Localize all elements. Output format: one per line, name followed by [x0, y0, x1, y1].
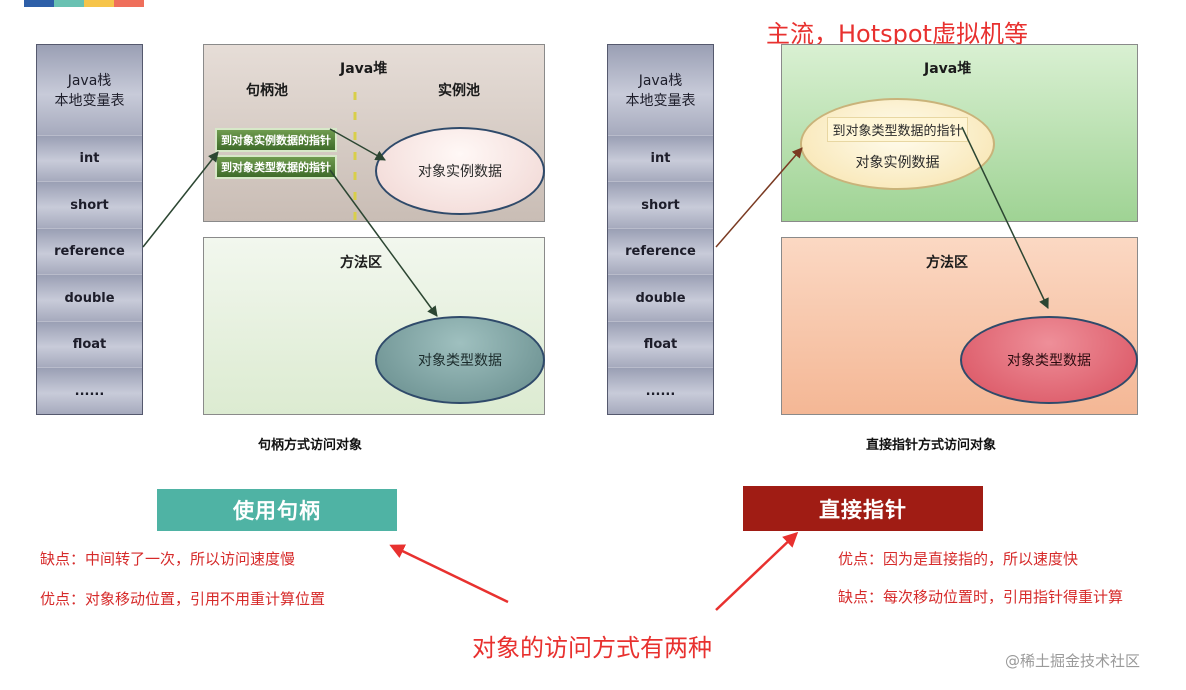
- right-stack-cell-more: ......: [608, 367, 713, 414]
- left-con-note: 缺点：中间转了一次，所以访问速度慢: [40, 550, 296, 568]
- right-method-area-label: 方法区: [926, 255, 968, 271]
- left-stack-cell-int: int: [37, 135, 142, 181]
- right-con-note: 缺点：每次移动位置时，引用指针得重计算: [838, 588, 1124, 606]
- annotation-arrow-right: [715, 531, 799, 611]
- left-caption: 句柄方式访问对象: [258, 438, 363, 453]
- right-caption: 直接指针方式访问对象: [866, 438, 997, 453]
- right-stack-cell-short: short: [608, 181, 713, 228]
- right-type-data-ellipse: 对象类型数据: [960, 316, 1138, 404]
- left-pointer-type: 到对象类型数据的指针: [215, 155, 337, 179]
- right-pro-note: 优点：因为是直接指的，所以速度快: [838, 550, 1079, 568]
- left-pointer-instance: 到对象实例数据的指针: [215, 128, 337, 152]
- header-strip-red: [114, 0, 144, 7]
- left-stack-cell-reference: reference: [37, 228, 142, 274]
- left-method-area-label: 方法区: [340, 255, 382, 271]
- right-pointer-type: 到对象类型数据的指针: [827, 116, 968, 142]
- left-stack-cell-short: short: [37, 181, 142, 228]
- right-java-stack: Java栈 本地变量表 int short reference double f…: [607, 44, 714, 415]
- left-stack-cell-float: float: [37, 321, 142, 367]
- left-stack-cell-double: double: [37, 274, 142, 321]
- header-strip-teal: [54, 0, 84, 7]
- right-stack-cell-reference: reference: [608, 228, 713, 274]
- left-stack-header-line2: 本地变量表: [54, 93, 125, 109]
- right-stack-cell-float: float: [608, 321, 713, 367]
- right-stack-header: Java栈 本地变量表: [608, 45, 713, 135]
- watermark: @稀土掘金技术社区: [1005, 652, 1141, 670]
- right-heap-label: Java堆: [924, 61, 972, 77]
- right-banner: 直接指针: [743, 486, 983, 531]
- bottom-title: 对象的访问方式有两种: [472, 634, 712, 662]
- annotation-arrow-left: [389, 544, 509, 604]
- header-strip-blue: [24, 0, 54, 7]
- left-stack-cell-more: ......: [37, 367, 142, 414]
- top-title: 主流，Hotspot虚拟机等: [766, 20, 1028, 48]
- right-instance-data-label: 对象实例数据: [855, 154, 940, 171]
- left-type-data-ellipse: 对象类型数据: [375, 316, 545, 404]
- header-strip-yellow: [84, 0, 114, 7]
- right-stack-cell-int: int: [608, 135, 713, 181]
- right-instance-data-ellipse: 到对象类型数据的指针 对象实例数据: [800, 98, 995, 190]
- right-stack-cell-double: double: [608, 274, 713, 321]
- left-stack-header: Java栈 本地变量表: [37, 45, 142, 135]
- left-java-stack: Java栈 本地变量表 int short reference double f…: [36, 44, 143, 415]
- left-stack-header-line1: Java栈: [67, 73, 112, 89]
- right-stack-header-line2: 本地变量表: [625, 93, 696, 109]
- left-heap-label: Java堆: [340, 61, 388, 77]
- right-stack-header-line1: Java栈: [638, 73, 683, 89]
- left-pro-note: 优点：对象移动位置，引用不用重计算位置: [40, 590, 326, 608]
- left-instance-data-ellipse: 对象实例数据: [375, 127, 545, 215]
- left-banner: 使用句柄: [157, 489, 397, 531]
- left-instance-pool-label: 实例池: [438, 83, 480, 99]
- left-handle-pool-label: 句柄池: [246, 83, 288, 99]
